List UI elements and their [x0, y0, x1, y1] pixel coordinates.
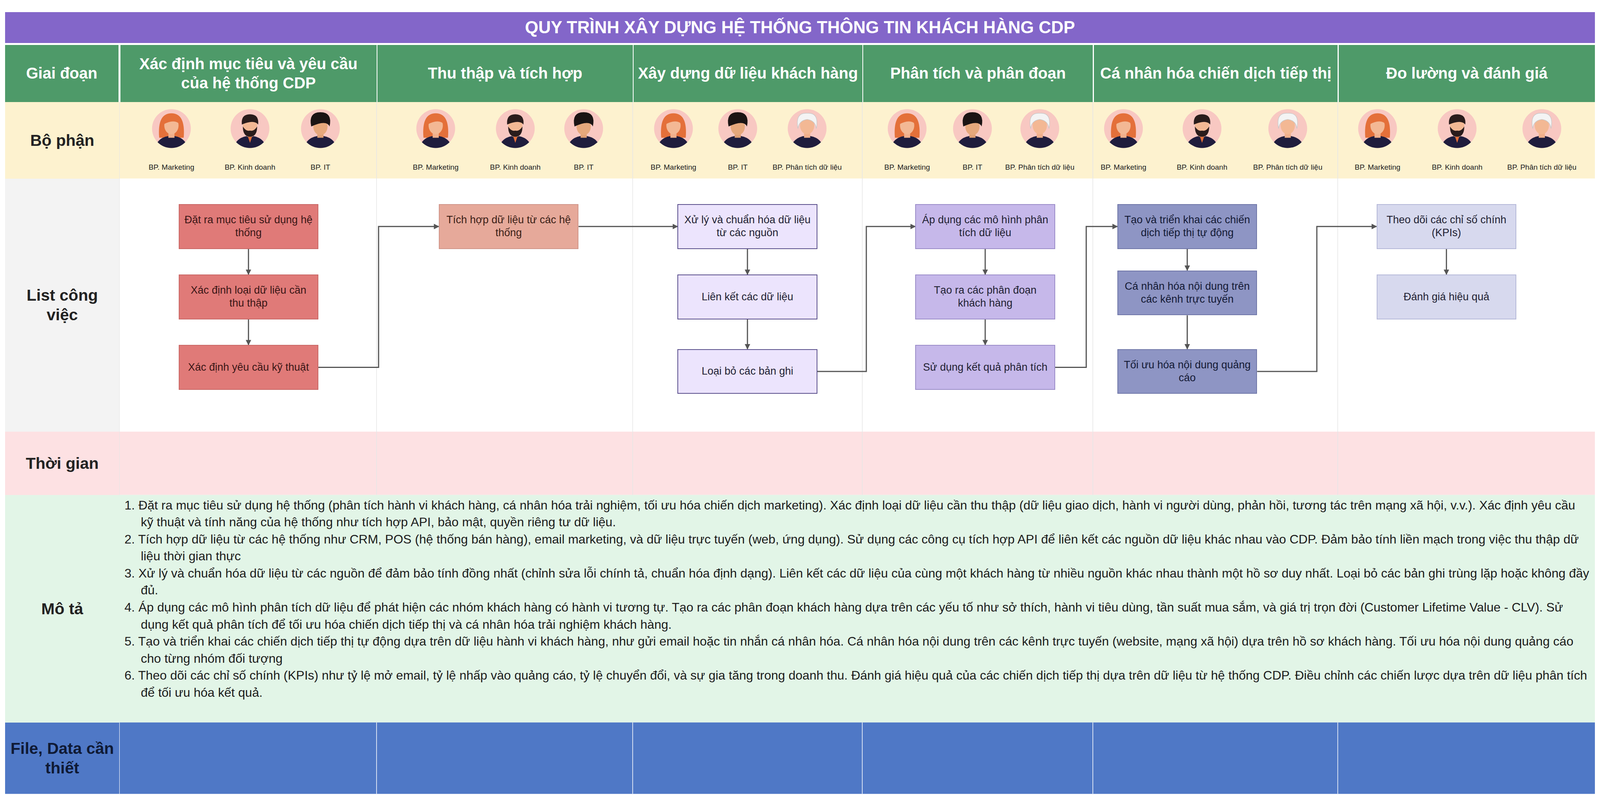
- department-name: BP. Kinh doanh: [224, 163, 276, 172]
- department-name: BP. Marketing: [1100, 163, 1147, 172]
- node-text: Loại bỏ các bản ghi: [701, 364, 794, 378]
- node-text: File, Data cần thiết: [8, 738, 116, 778]
- node-text: Bộ phận: [30, 130, 95, 151]
- flow-arrow: [1445, 249, 1448, 275]
- title-bar: QUY TRÌNH XÂY DỰNG HỆ THỐNG THÔNG TIN KH…: [5, 12, 1595, 43]
- node-text: Giai đoạn: [26, 63, 98, 83]
- description-item: 6. Theo dõi các chỉ số chính (KPIs) như …: [124, 667, 1590, 702]
- description-item: 3. Xử lý và chuẩn hóa dữ liệu từ các ngu…: [124, 565, 1590, 600]
- phase-header: Đo lường và đánh giá: [1338, 44, 1595, 103]
- flow-arrow: [817, 226, 916, 372]
- task-box: Đặt ra mục tiêu sử dụng hệ thống: [178, 204, 319, 250]
- department-name: BP. Marketing: [650, 163, 697, 172]
- node-text: Tạo ra các phân đoạn khách hàng: [920, 283, 1050, 310]
- task-box: Áp dụng các mô hình phân tích dữ liệu: [915, 204, 1055, 250]
- department-name: BP. IT: [962, 163, 983, 172]
- node-text: Theo dõi các chỉ số chính (KPIs): [1382, 213, 1511, 240]
- department-name: BP. Phân tích dữ liệu: [1253, 163, 1323, 172]
- node-text: Xác định loại dữ liệu cần thu thập: [184, 283, 313, 310]
- task-box: Loại bỏ các bản ghi: [677, 349, 818, 395]
- row-label: Thời gian: [5, 431, 120, 496]
- flow-arrow: [984, 249, 986, 275]
- flow-arrow: [1257, 226, 1377, 372]
- task-box: Đánh giá hiệu quả: [1376, 274, 1517, 320]
- task-box: Tạo và triển khai các chiến dịch tiếp th…: [1117, 204, 1258, 250]
- task-box: Tích hợp dữ liệu từ các hệ thống: [438, 204, 579, 250]
- department-name: BP. Phân tích dữ liệu: [772, 163, 842, 172]
- description-item: 4. Áp dụng các mô hình phân tích dữ liệu…: [124, 599, 1590, 634]
- department-name: BP. Marketing: [148, 163, 195, 172]
- department-name: BP. Kinh doanh: [490, 163, 541, 172]
- node-text: Cá nhân hóa nội dung trên các kênh trực …: [1122, 280, 1252, 306]
- department-name: BP. Kinh doanh: [1176, 163, 1228, 172]
- description-item: 2. Tích hợp dữ liệu từ các hệ thống như …: [124, 531, 1590, 566]
- task-box: Tạo ra các phân đoạn khách hàng: [915, 274, 1055, 320]
- flow-arrow: [984, 319, 986, 345]
- task-box: Theo dõi các chỉ số chính (KPIs): [1376, 204, 1517, 250]
- node-text: Xác định mục tiêu và yêu cầu của hệ thốn…: [124, 54, 373, 93]
- department-name: BP. Marketing: [1354, 163, 1401, 172]
- phase-header: Phân tích và phân đoạn: [863, 44, 1093, 103]
- department-name: BP. IT: [727, 163, 748, 172]
- flow-arrow: [578, 226, 678, 228]
- task-box: Tối ưu hóa nội dung quảng cáo: [1117, 349, 1258, 395]
- node-text: Cá nhân hóa chiến dịch tiếp thị: [1100, 63, 1332, 83]
- task-box: Xử lý và chuẩn hóa dữ liệu từ các nguồn: [677, 204, 818, 250]
- flow-arrow: [747, 249, 749, 275]
- node-text: Xây dựng dữ liệu khách hàng: [637, 63, 858, 83]
- phase-header: Xác định mục tiêu và yêu cầu của hệ thốn…: [120, 44, 377, 103]
- description-panel: 1. Đặt ra mục tiêu sử dụng hệ thống (phâ…: [124, 497, 1590, 721]
- node-text: Tích hợp dữ liệu từ các hệ thống: [444, 213, 573, 240]
- row-label: File, Data cần thiết: [5, 722, 120, 795]
- node-text: Tạo và triển khai các chiến dịch tiếp th…: [1122, 213, 1252, 240]
- node-text: Thu thập và tích hợp: [427, 63, 583, 83]
- flow-arrow: [1055, 226, 1118, 368]
- node-text: Đánh giá hiệu quả: [1403, 290, 1490, 304]
- node-text: Thời gian: [25, 453, 99, 474]
- task-box: Cá nhân hóa nội dung trên các kênh trực …: [1117, 270, 1258, 316]
- node-text: Tối ưu hóa nội dung quảng cáo: [1122, 358, 1252, 385]
- row-label: Mô tả: [5, 495, 120, 723]
- task-box: Xác định yêu cầu kỹ thuật: [178, 344, 319, 390]
- title-text: QUY TRÌNH XÂY DỰNG HỆ THỐNG THÔNG TIN KH…: [524, 17, 1075, 38]
- task-box: Liên kết các dữ liệu: [677, 274, 818, 320]
- flow-arrow: [247, 249, 250, 275]
- department-name: BP. Marketing: [884, 163, 931, 172]
- department-name: BP. Marketing: [413, 163, 459, 172]
- node-text: Liên kết các dữ liệu: [701, 290, 794, 304]
- flow-arrow: [747, 319, 749, 350]
- flow-arrow: [318, 226, 439, 368]
- node-text: Đo lường và đánh giá: [1386, 63, 1548, 83]
- row-label: Bộ phận: [5, 102, 120, 179]
- flow-arrow: [1186, 249, 1188, 271]
- node-text: Áp dụng các mô hình phân tích dữ liệu: [920, 213, 1050, 240]
- department-name: BP. Kinh doanh: [1431, 163, 1483, 172]
- row-label: List công việc: [5, 178, 120, 432]
- phase-header: Thu thập và tích hợp: [377, 44, 633, 103]
- node-text: Xác định yêu cầu kỹ thuật: [188, 360, 309, 374]
- department-name: BP. IT: [310, 163, 331, 172]
- flow-arrow: [247, 319, 250, 345]
- department-name: BP. Phân tích dữ liệu: [1005, 163, 1075, 172]
- department-name: BP. IT: [573, 163, 594, 172]
- node-text: Sử dụng kết quả phân tích: [923, 360, 1048, 374]
- description-item: 5. Tạo và triển khai các chiến dịch tiếp…: [124, 633, 1590, 668]
- phase-header: Cá nhân hóa chiến dịch tiếp thị: [1093, 44, 1338, 103]
- description-item: 1. Đặt ra mục tiêu sử dụng hệ thống (phâ…: [124, 497, 1590, 532]
- node-text: List công việc: [8, 285, 116, 325]
- flow-arrow: [1186, 315, 1188, 349]
- task-box: Sử dụng kết quả phân tích: [915, 344, 1055, 390]
- task-box: Xác định loại dữ liệu cần thu thập: [178, 274, 319, 320]
- department-name: BP. Phân tích dữ liệu: [1507, 163, 1577, 172]
- node-text: Mô tả: [41, 599, 84, 619]
- phase-header: Xây dựng dữ liệu khách hàng: [633, 44, 862, 103]
- phase-header: Giai đoạn: [5, 44, 119, 103]
- node-text: Xử lý và chuẩn hóa dữ liệu từ các nguồn: [682, 213, 812, 240]
- node-text: Phân tích và phân đoạn: [890, 63, 1066, 83]
- node-text: Đặt ra mục tiêu sử dụng hệ thống: [184, 213, 313, 240]
